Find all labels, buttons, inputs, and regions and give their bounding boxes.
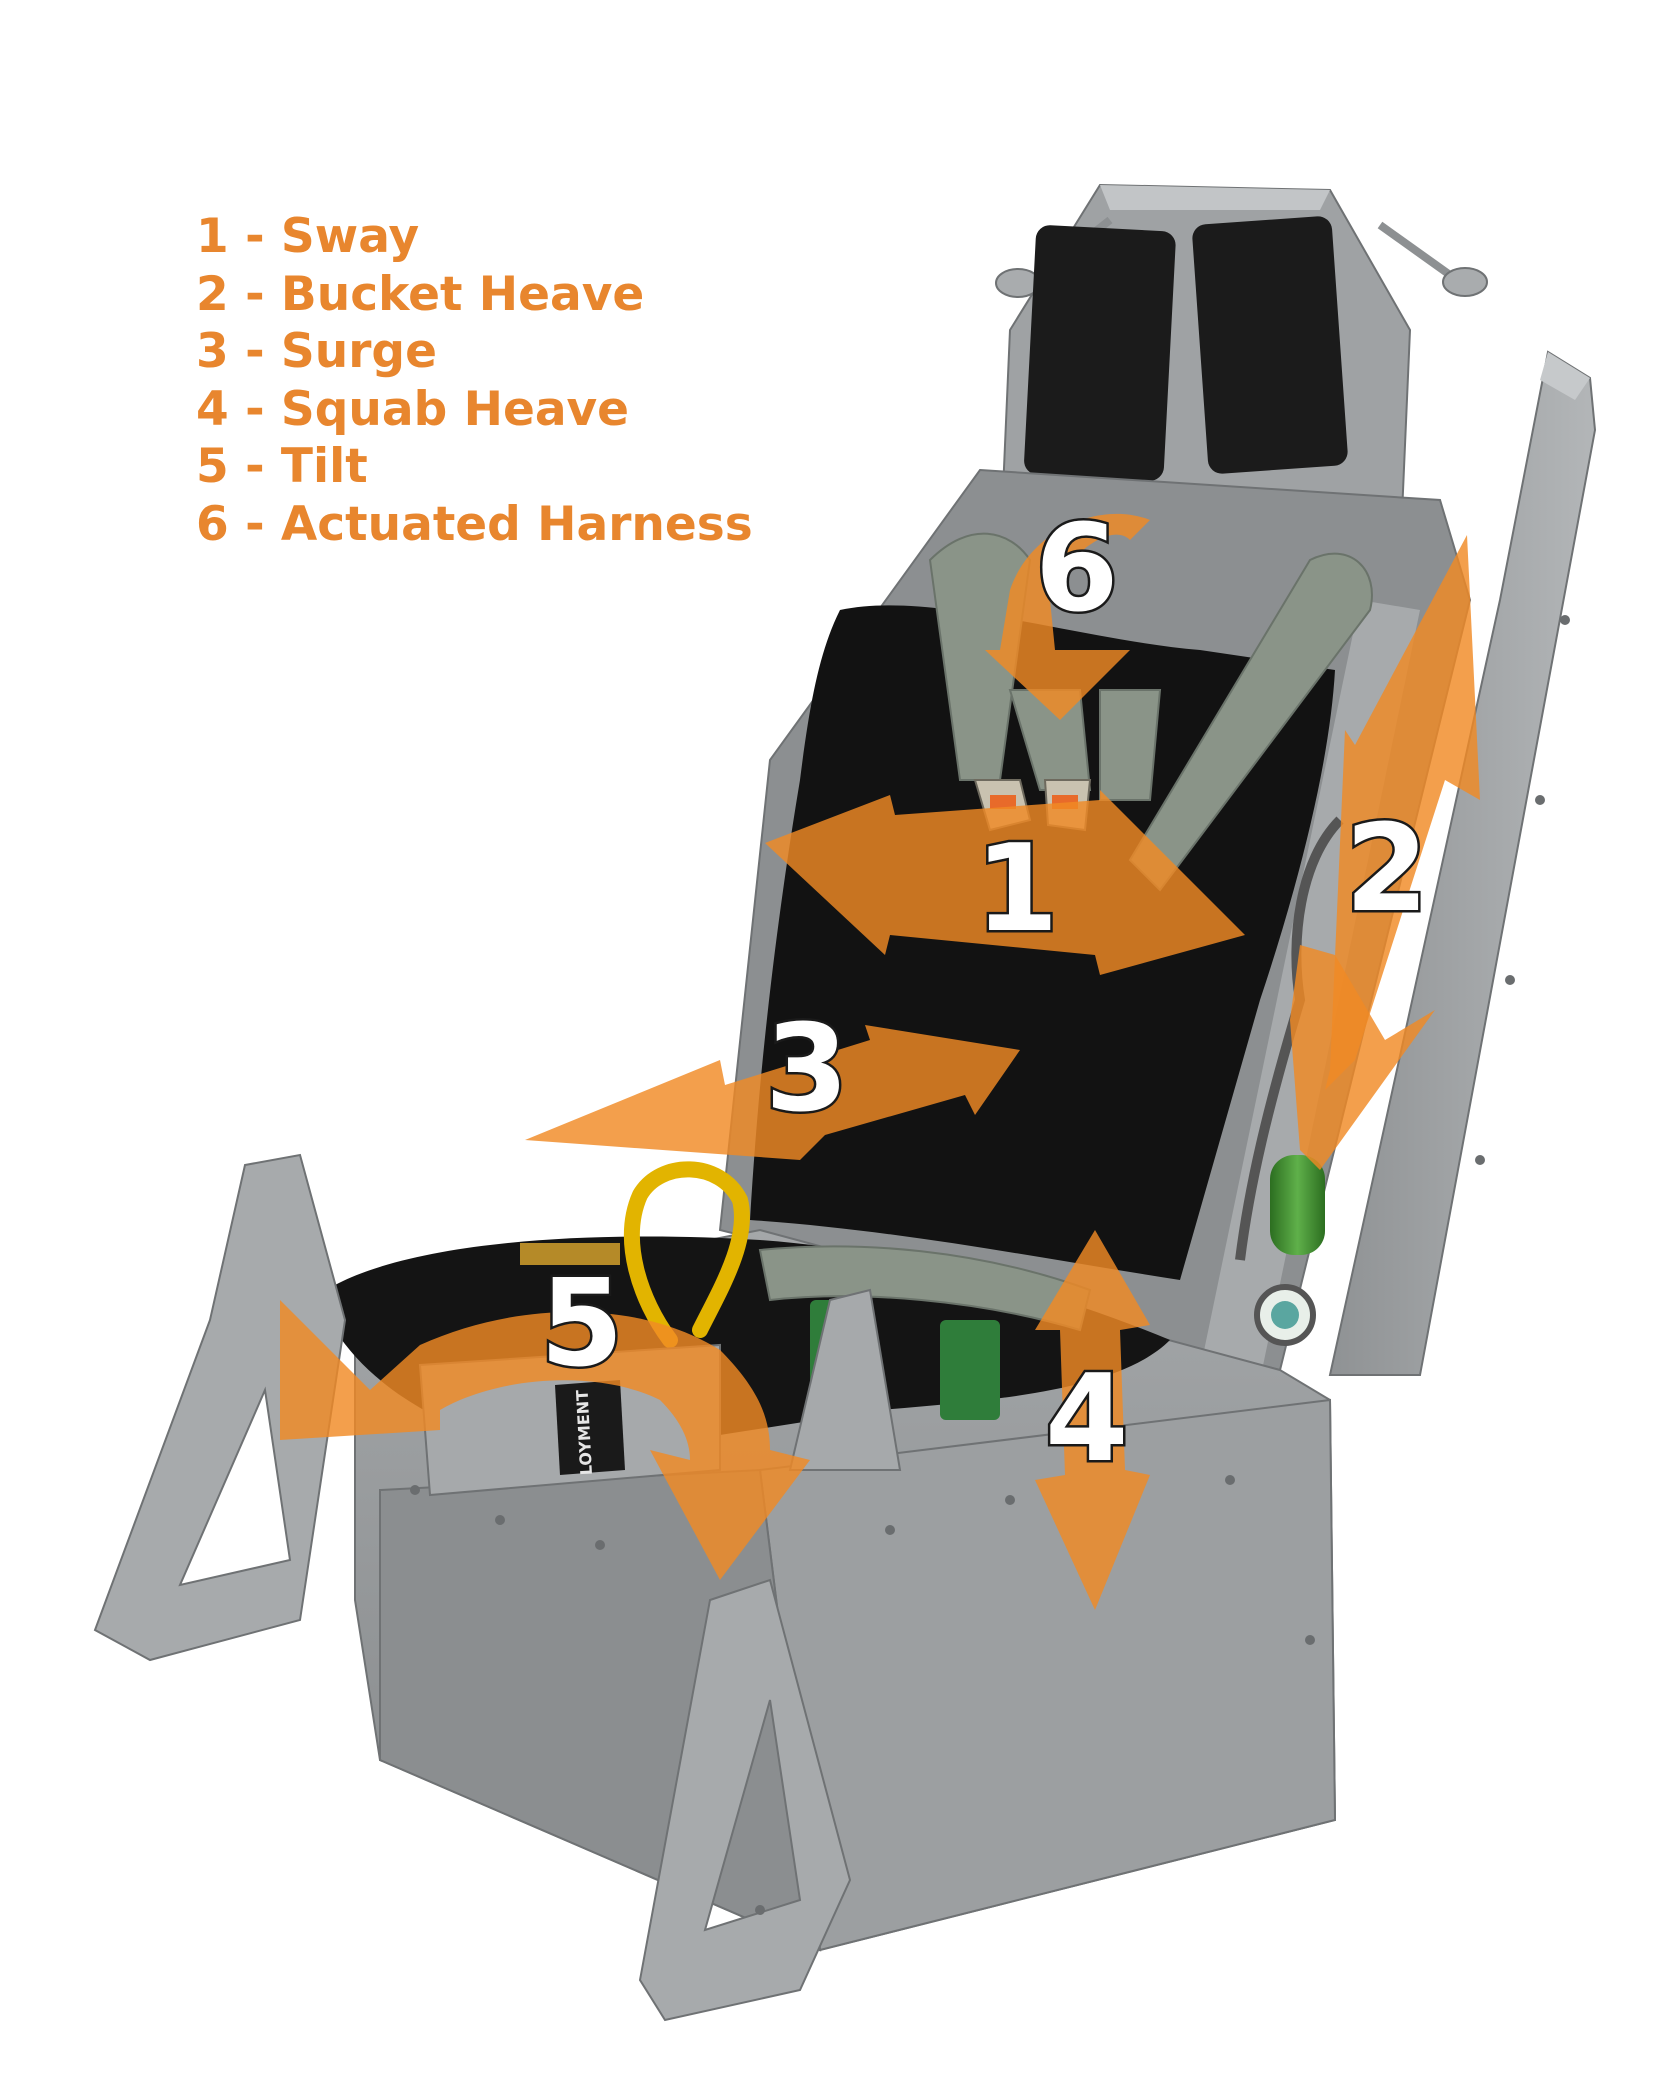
marker-3: 3 bbox=[765, 1000, 849, 1139]
right-front-leg bbox=[638, 1578, 852, 2022]
headrest-knob-right bbox=[1377, 221, 1488, 297]
legend-item-sway: 1 - Sway bbox=[196, 209, 420, 264]
motion-arrows bbox=[280, 513, 1480, 1610]
legend-item-tilt: 5 - Tilt bbox=[196, 439, 368, 494]
harness-arrow bbox=[985, 513, 1150, 720]
oxygen-bottle bbox=[1270, 1155, 1325, 1255]
legend-item-squab-heave: 4 - Squab Heave bbox=[196, 381, 630, 437]
harness-straps bbox=[928, 532, 1373, 892]
headrest-pad-left bbox=[1024, 225, 1176, 481]
marker-4: 4 bbox=[1045, 1350, 1129, 1489]
placard-text: LOYMENT bbox=[573, 1389, 596, 1475]
bucket-heave-arrow-lower bbox=[1290, 945, 1435, 1170]
center-pedestal bbox=[788, 1288, 902, 1471]
number-markers: 1 2 3 4 5 6 bbox=[538, 498, 1432, 1492]
motion-legend: 1 - Sway 2 - Bucket Heave 3 - Surge 4 - … bbox=[196, 208, 753, 553]
marker-5: 5 bbox=[540, 1255, 624, 1394]
legend-item-surge: 3 - Surge bbox=[196, 324, 437, 379]
left-front-leg bbox=[93, 1153, 347, 1662]
squab-heave-arrow bbox=[1035, 1230, 1150, 1610]
bolts bbox=[410, 615, 1570, 1915]
headrest-pad-right bbox=[1192, 216, 1348, 474]
marker-6: 6 bbox=[1035, 500, 1119, 639]
surge-arrow bbox=[525, 1025, 1020, 1160]
sway-arrow bbox=[765, 790, 1245, 975]
placard bbox=[555, 1380, 625, 1475]
bucket-heave-arrow-upper bbox=[1325, 535, 1480, 1090]
legend-item-actuated-harness: 6 - Actuated Harness bbox=[196, 496, 753, 552]
legend-item-bucket-heave: 2 - Bucket Heave bbox=[196, 266, 645, 322]
marker-2: 2 bbox=[1345, 800, 1429, 939]
tilt-arrow bbox=[280, 1300, 810, 1580]
marker-1: 1 bbox=[975, 820, 1059, 959]
